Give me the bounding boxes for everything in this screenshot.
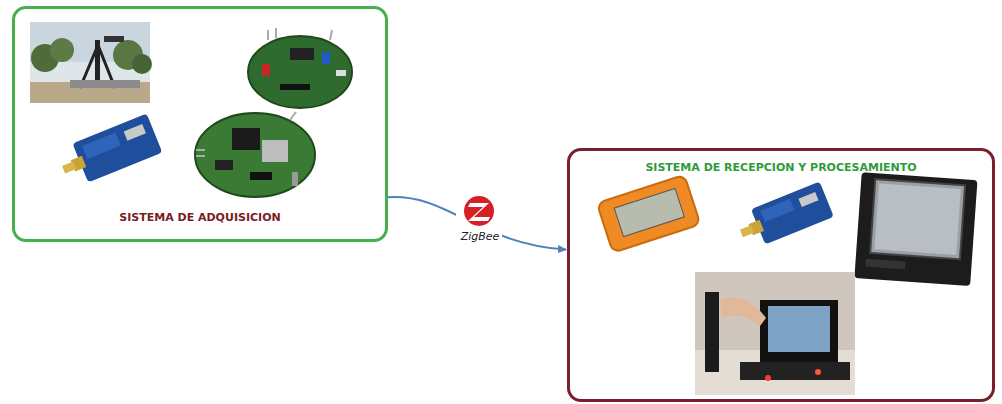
pcb-board-part [290,112,296,120]
reception-panel: SISTEMA DE RECEPCION Y PROCESAMIENTO [567,148,995,402]
xbee-module [734,181,834,251]
pcb-board-part [275,28,277,38]
xbee-module-part [760,199,794,222]
touchscreen-board-part [854,172,977,286]
site-photo-part [70,80,140,88]
demo-photo-part [740,362,850,380]
xbee-module-part [82,133,121,159]
site-photo [30,22,152,103]
xbee-module-part [124,124,146,141]
demo-photo-part [768,306,830,352]
pcb-board-part [267,30,269,40]
demo-photo-part [720,297,766,326]
pcb-board-part [280,84,310,90]
demo-photo-part [815,369,821,375]
pcb-board-part [196,149,205,151]
touchscreen-board-part [874,183,960,255]
acquisition-panel: SISTEMA DE ADQUISICION [12,6,388,242]
xbee-module-part [62,161,76,173]
pcb-board [195,112,315,197]
pcb-board-part [262,64,270,76]
touchscreen-board-part [865,259,905,270]
pcb-board-part [292,172,298,186]
panel-heading: SISTEMA DE RECEPCION Y PROCESAMIENTO [645,161,916,174]
touchscreen-board [854,172,977,286]
pcb-board-part [336,70,346,76]
xbee-module-part [798,192,818,207]
lcd-device-part [597,175,701,253]
site-photo-part [30,22,150,103]
logo-circle [464,196,494,226]
touchscreen-board-part [870,179,965,259]
logo-mark [468,203,490,221]
lcd-device-part [614,188,684,236]
pcb-board-part [322,52,330,64]
xbee-module [56,113,163,189]
panel-heading: SISTEMA DE ADQUISICION [119,211,280,224]
demo-photo-part [765,375,771,381]
pcb-board-part [248,36,352,108]
site-photo-part [104,36,124,42]
pcb-board-part [196,155,205,157]
lcd-device [597,175,701,253]
demo-photo-part [695,272,855,395]
connector-arrow [388,197,566,250]
pcb-board-part [330,30,332,40]
pcb-board-part [262,140,288,162]
pcb-board-part [250,172,272,180]
pcb-board [248,28,352,108]
xbee-module-part [751,181,834,244]
pcb-board-part [215,160,233,170]
xbee-module-part [740,225,754,237]
demo-photo [695,272,855,395]
pcb-board-part [232,128,260,150]
site-photo-part [132,54,152,74]
site-photo-part [50,38,74,62]
edge-label: ZigBee [458,230,503,243]
pcb-board-part [290,48,314,60]
demo-photo-part [705,292,719,372]
pcb-board-part [195,113,315,197]
logo-patch [456,193,502,231]
demo-photo-part [760,300,838,362]
xbee-module-part [72,113,162,182]
